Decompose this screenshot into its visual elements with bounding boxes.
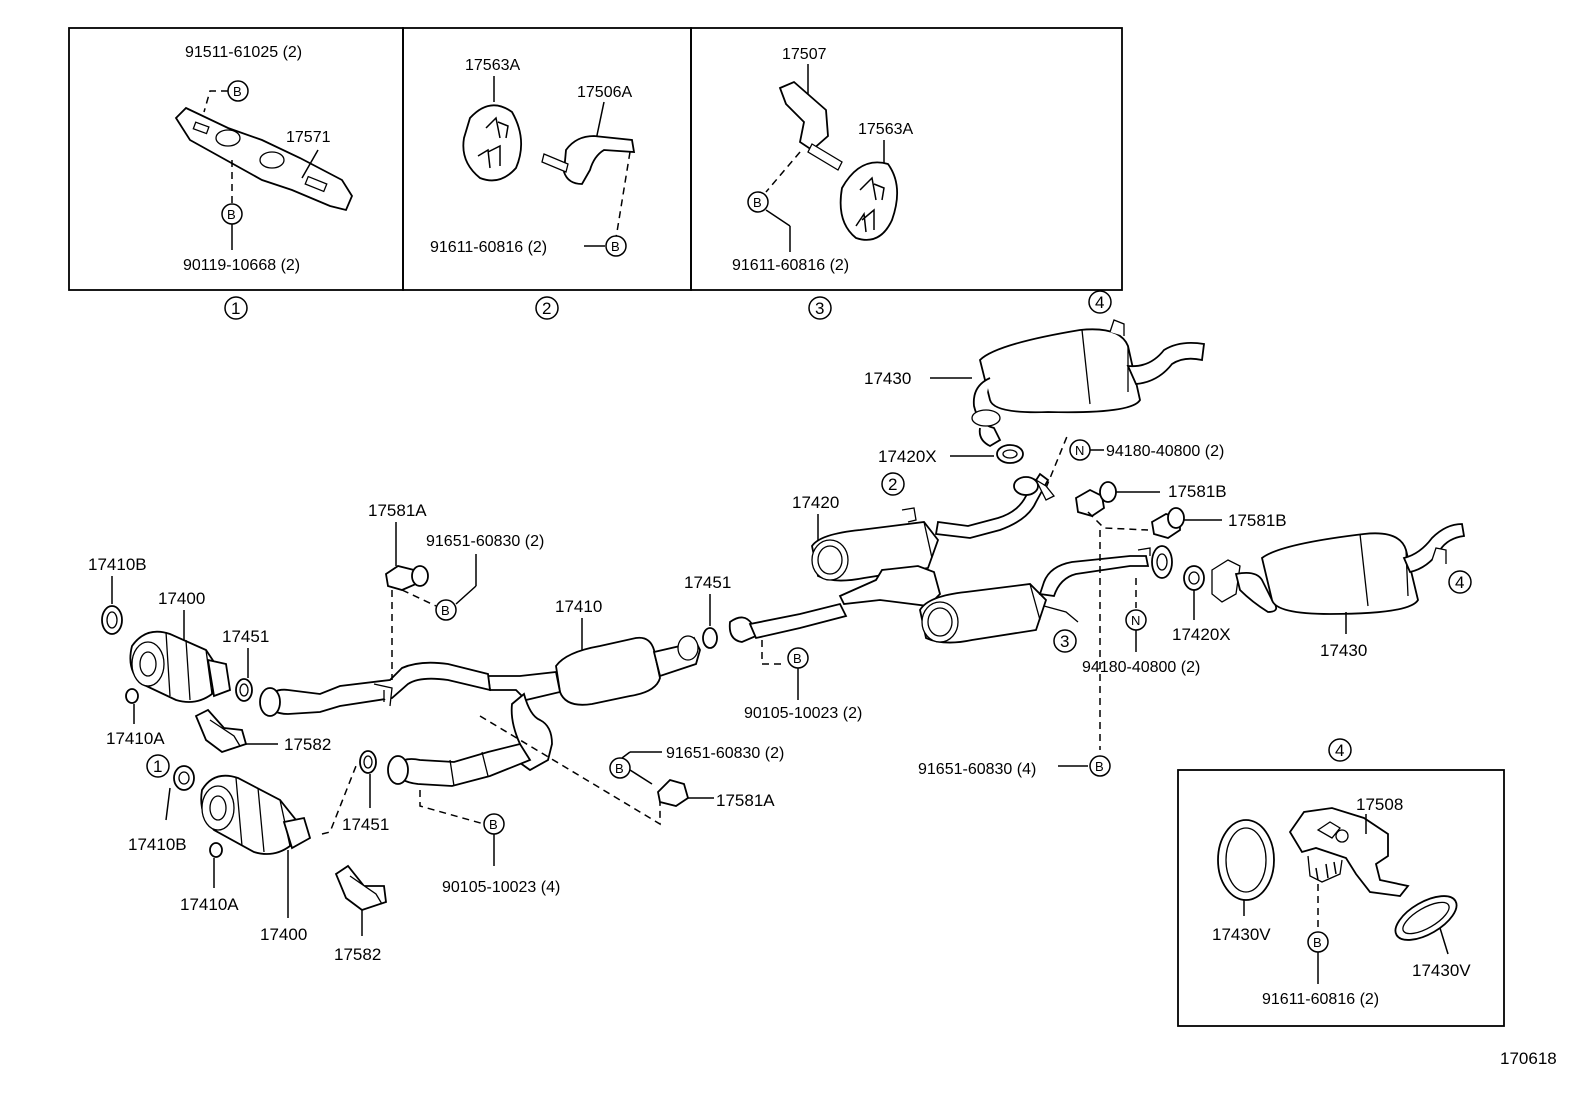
svg-text:4: 4 [1335,741,1344,760]
svg-text:3: 3 [1060,632,1069,651]
inset-ref-1: 1 [224,296,248,320]
part-label-91651-60830-top: 91651-60830 (2) [426,533,544,550]
svg-text:N: N [1075,443,1084,458]
part-label-17508: 17508 [1356,795,1403,814]
muffler-17430-right[interactable] [1260,532,1419,615]
part-label-17581B-a: 17581B [1168,482,1227,501]
ref3-callout: 3 [1053,629,1077,653]
ref1-callout: 1 [146,754,170,778]
bracket-17582-bottom[interactable] [334,864,387,912]
part-label-17451-left: 17451 [222,627,269,646]
part-label-94180-40800-top: 94180-40800 (2) [1106,443,1224,460]
part-label-17420: 17420 [792,493,839,512]
ref4-top: 4 [1088,290,1112,314]
part-label-17506A: 17506A [577,84,632,101]
diagram-id: 170618 [1500,1049,1557,1068]
bracket-17582-top[interactable] [194,708,248,754]
part-label-91611-60816-b: 91611-60816 (2) [732,257,849,274]
part-label-17410A-bottom: 17410A [180,895,239,914]
bracket-17506A[interactable] [563,135,636,185]
front-pipe-17410[interactable] [555,636,661,706]
bracket-17507[interactable] [778,80,829,152]
svg-text:B: B [615,761,624,776]
inset-ref-2: 2 [535,296,559,320]
part-label-17430V-right: 17430V [1412,961,1471,980]
part-label-17581B-b: 17581B [1228,511,1287,530]
rubber-cushion-17563A[interactable] [462,104,522,182]
svg-text:3: 3 [815,299,824,318]
svg-text:1: 1 [153,757,162,776]
svg-text:B: B [611,239,620,254]
part-label-17581A-mid: 17581A [716,791,775,810]
ref2-callout: 2 [881,472,905,496]
svg-text:B: B [1313,935,1322,950]
bolt-symbol [435,599,457,621]
bracket-17508[interactable] [1288,807,1410,897]
svg-text:B: B [753,195,762,210]
svg-text:B: B [233,84,242,99]
svg-text:N: N [1131,613,1140,628]
hanger-17581A-mid[interactable] [657,778,690,807]
part-label-91611-60816-box4: 91611-60816 (2) [1262,991,1379,1008]
part-label-90105-10023-4: 90105-10023 (4) [442,879,560,896]
inset-box-4: 4 17430V 17508 17430V B 91611-60816 (2) [1177,738,1505,1027]
svg-text:B: B [1095,759,1104,774]
rubber-cushion-17563A-b[interactable] [839,161,898,241]
part-label-17420X-top: 17420X [878,447,937,466]
part-label-17451-right: 17451 [684,573,731,592]
part-label-17581A-top: 17581A [368,501,427,520]
part-label-17410B-bottom: 17410B [128,835,187,854]
part-label-17410: 17410 [555,597,602,616]
gasket-17410A-bottom[interactable] [209,842,223,858]
bolt-symbol [605,235,627,257]
part-label-17420X-right: 17420X [1172,625,1231,644]
inset-box-2: 17563A 17506A 91611-60816 (2) B [402,27,692,291]
hanger-17581B-a[interactable] [1075,488,1105,517]
part-label-91511-61025: 91511-61025 (2) [185,44,302,61]
inset-ref-3: 3 [808,296,832,320]
part-label-91651-60830-4: 91651-60830 (4) [918,761,1036,778]
part-label-17410A-top: 17410A [106,729,165,748]
svg-text:B: B [227,207,236,222]
part-label-94180-40800-bottom: 94180-40800 (2) [1082,659,1200,676]
part-label-17410B-top: 17410B [88,555,147,574]
part-label-17451-bottom: 17451 [342,815,389,834]
part-label-17582-bottom: 17582 [334,945,381,964]
part-label-90105-10023-2: 90105-10023 (2) [744,705,862,722]
gasket-17451-right[interactable] [702,627,718,649]
svg-text:1: 1 [231,299,240,318]
part-label-17563A-b: 17563A [858,121,913,138]
part-label-17430-top: 17430 [864,369,911,388]
part-label-90119-10668: 90119-10668 (2) [183,257,300,274]
part-label-91611-60816: 91611-60816 (2) [430,239,547,256]
inset-box-3: 17507 17563A B 91611-60816 (2) [690,27,1123,291]
svg-text:B: B [793,651,802,666]
part-label-17430V-left: 17430V [1212,925,1271,944]
part-label-17400-top: 17400 [158,589,205,608]
part-label-17507: 17507 [782,46,827,63]
svg-text:2: 2 [888,475,897,494]
part-label-17430-right: 17430 [1320,641,1367,660]
svg-text:4: 4 [1095,293,1104,312]
ref4-right: 4 [1448,570,1472,594]
muffler-17430-top[interactable] [979,328,1141,414]
bolt-symbol [747,191,769,213]
bolt-symbol [609,757,631,779]
svg-text:B: B [489,817,498,832]
gasket-17410A-top[interactable] [125,688,139,704]
part-label-17582-top: 17582 [284,735,331,754]
part-label-91651-60830-mid: 91651-60830 (2) [666,745,784,762]
bolt-symbol [1089,755,1111,777]
part-label-17571: 17571 [286,129,331,146]
part-label-17400-bottom: 17400 [260,925,307,944]
svg-text:B: B [441,603,450,618]
part-label-17563A: 17563A [465,57,520,74]
svg-text:2: 2 [542,299,551,318]
svg-text:4: 4 [1455,573,1464,592]
inset-box-1: 91511-61025 (2) B 17571 B 90119-10668 (2… [68,27,404,291]
